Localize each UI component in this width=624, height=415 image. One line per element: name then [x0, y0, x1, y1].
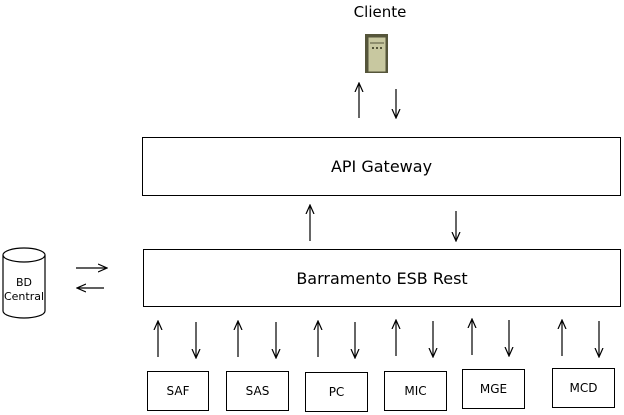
- api-gateway-label: API Gateway: [330, 157, 433, 176]
- module-label: MCD: [569, 381, 598, 395]
- database-label-line2: Central: [3, 290, 45, 303]
- client-label: Cliente: [353, 3, 407, 21]
- database-icon: [2, 247, 46, 319]
- api-gateway-box: API Gateway: [142, 137, 621, 196]
- server-icon: [365, 34, 388, 73]
- module-arrows: [158, 320, 599, 357]
- module-label: MIC: [404, 384, 427, 398]
- module-label: SAS: [245, 384, 270, 398]
- module-box-sas: SAS: [226, 371, 289, 411]
- database-label: BD Central: [2, 276, 46, 304]
- esb-box: Barramento ESB Rest: [143, 249, 621, 307]
- module-label: PC: [328, 385, 345, 399]
- esb-label: Barramento ESB Rest: [296, 268, 468, 288]
- module-box-mic: MIC: [384, 371, 447, 411]
- database-label-line1: BD: [15, 276, 33, 289]
- module-box-saf: SAF: [147, 371, 209, 411]
- module-box-pc: PC: [305, 372, 368, 412]
- module-box-mge: MGE: [462, 369, 525, 409]
- module-box-mcd: MCD: [552, 368, 615, 408]
- module-label: MGE: [479, 382, 508, 396]
- module-label: SAF: [166, 384, 190, 398]
